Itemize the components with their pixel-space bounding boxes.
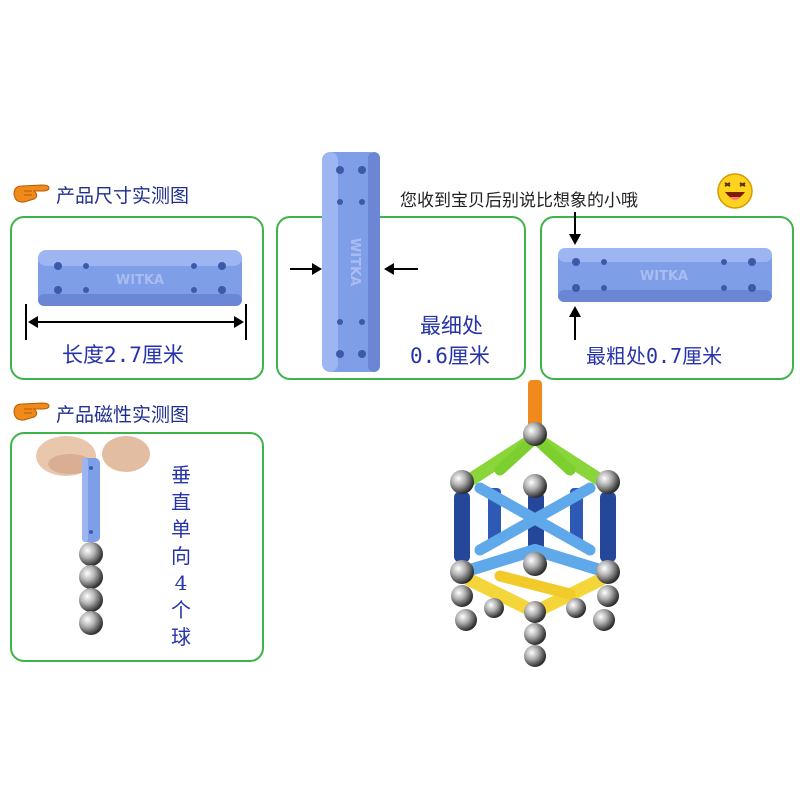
thickest-label: 最粗处0.7厘米 — [586, 344, 723, 368]
thick-arrow-top — [569, 212, 581, 245]
thick-arrow-bottom — [569, 306, 581, 340]
pointing-hand-icon — [13, 402, 50, 421]
piece-image-vertical: WITKA — [322, 152, 380, 372]
svg-text:WITKA: WITKA — [347, 238, 362, 286]
pointing-hand-icon — [13, 184, 50, 203]
thin-arrow-left — [290, 263, 322, 275]
laughing-smiley-icon — [717, 173, 753, 209]
piece-image-length: WITKA — [38, 250, 242, 306]
thinnest-title: 最细处 — [420, 314, 483, 338]
thinnest-box — [276, 216, 526, 380]
magnet-test-photo — [36, 436, 150, 635]
piece-image-thick: WITKA — [558, 248, 772, 302]
magnet-test-text: 垂 直 单 向 4 个 球 — [171, 463, 191, 649]
svg-text:WITKA: WITKA — [640, 269, 688, 284]
size-heading: 产品尺寸实测图 — [56, 185, 190, 207]
magnetic-structure-photo — [450, 380, 620, 667]
tagline: 您收到宝贝后别说比想象的小哦 — [400, 191, 638, 211]
thinnest-value: 0.6厘米 — [410, 344, 490, 368]
length-label: 长度2.7厘米 — [62, 343, 184, 367]
thin-arrow-right — [384, 263, 418, 275]
piece-brand-label: WITKA — [116, 273, 164, 288]
magnet-heading: 产品磁性实测图 — [56, 404, 190, 426]
length-arrow — [25, 304, 247, 340]
